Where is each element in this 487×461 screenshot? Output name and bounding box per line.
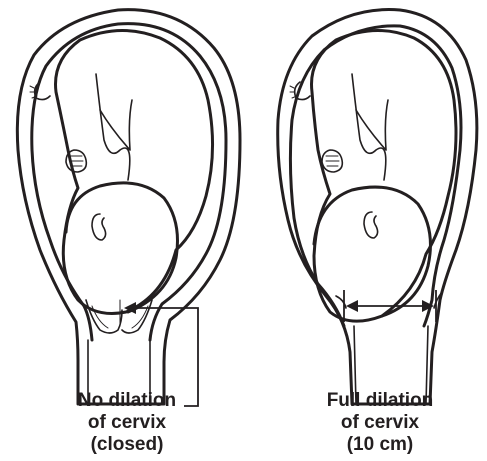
caption-right-line2: of cervix	[305, 412, 455, 434]
caption-no-dilation: No dilation of cervix (closed)	[52, 390, 202, 456]
caption-right-line3: (10 cm)	[305, 434, 455, 456]
caption-left-line1: No dilation	[52, 390, 202, 412]
uterus-closed-cervix	[17, 10, 240, 406]
uterus-dilated-cervix	[278, 10, 477, 404]
caption-right-line1: Full dilation	[305, 390, 455, 412]
caption-full-dilation: Full dilation of cervix (10 cm)	[305, 390, 455, 456]
caption-left-line2: of cervix	[52, 412, 202, 434]
uterus-outer-wall	[17, 10, 240, 404]
caption-left-line3: (closed)	[52, 434, 202, 456]
